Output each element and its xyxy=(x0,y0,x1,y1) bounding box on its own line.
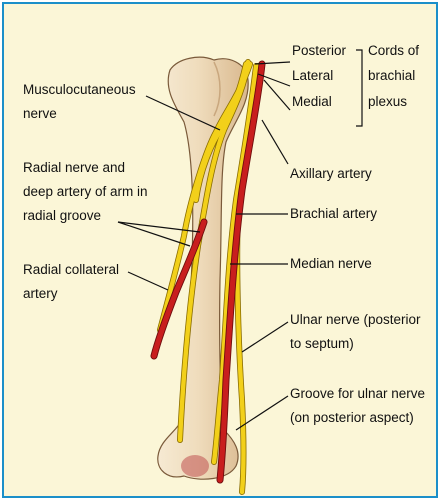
label-brachial-artery: Brachial artery xyxy=(290,204,377,224)
label-radial-line2: deep artery of arm in xyxy=(23,182,148,202)
label-plexus: plexus xyxy=(368,92,407,112)
label-median-nerve: Median nerve xyxy=(290,254,372,274)
label-radial-line3: radial groove xyxy=(23,206,101,226)
leader-axillary xyxy=(262,120,288,164)
label-axillary-artery: Axillary artery xyxy=(290,164,372,184)
leader-radial-1 xyxy=(118,222,190,246)
leader-radial-collateral xyxy=(128,272,168,290)
label-lateral: Lateral xyxy=(292,66,333,86)
label-cords-of: Cords of xyxy=(368,41,419,61)
label-radial-collateral-line2: artery xyxy=(23,284,58,304)
leader-ulnar xyxy=(242,322,288,352)
label-musculocutaneous-line1: Musculocutaneous xyxy=(23,80,136,100)
label-radial-line1: Radial nerve and xyxy=(23,158,125,178)
label-groove-line1: Groove for ulnar nerve xyxy=(290,384,425,404)
trochlea xyxy=(181,455,209,477)
label-brachial: brachial xyxy=(368,66,415,86)
label-radial-collateral-line1: Radial collateral xyxy=(23,260,119,280)
label-medial: Medial xyxy=(292,92,332,112)
label-ulnar-line2: to septum) xyxy=(290,334,354,354)
bracket-cords xyxy=(356,50,362,126)
label-musculocutaneous-line2: nerve xyxy=(23,104,57,124)
label-groove-line2: (on posterior aspect) xyxy=(290,408,414,428)
label-posterior: Posterior xyxy=(292,41,346,61)
label-ulnar-line1: Ulnar nerve (posterior xyxy=(290,310,421,330)
